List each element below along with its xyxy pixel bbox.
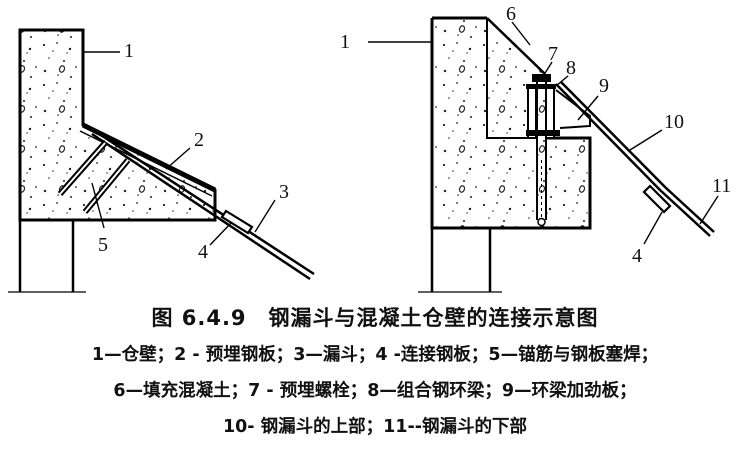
hopper-lower-part (659, 189, 711, 237)
label-left-1: 1 (124, 40, 134, 62)
legend-line-1: 1—仓壁；2 - 预埋钢板；3—漏斗；4 -连接钢板；5—锚筋与钢板塞焊； (91, 345, 659, 365)
composite-ring-beam (526, 84, 560, 139)
infill-concrete-outline (486, 17, 546, 75)
left-detail: 1 2 3 4 5 (8, 28, 315, 293)
right-silo-wall (432, 18, 545, 138)
right-wall-base (432, 138, 590, 228)
label-left-5: 5 (98, 234, 108, 256)
label-right-11: 11 (712, 175, 731, 197)
label-right-1: 1 (340, 31, 350, 53)
label-right-10: 10 (664, 111, 684, 133)
embedded-steel-plate (81, 122, 217, 193)
hopper-upper-part (555, 83, 661, 191)
steel-hopper-plate (89, 126, 315, 276)
label-right-8: 8 (566, 57, 576, 79)
label-right-4: 4 (632, 245, 642, 267)
right-support-column (430, 228, 492, 292)
connection-plate (220, 209, 254, 235)
left-support-column (18, 220, 75, 292)
label-right-7: 7 (548, 43, 558, 65)
figure-caption-title: 图 6.4.9 钢漏斗与混凝土仓壁的连接示意图 (151, 306, 599, 330)
label-left-2: 2 (194, 129, 204, 151)
legend-line-2: 6—填充混凝土；7 - 预埋螺栓；8—组合钢环梁；9—环梁加劲板； (113, 381, 637, 401)
legend-line-3: 10- 钢漏斗的上部；11--钢漏斗的下部 (222, 417, 528, 437)
label-right-9: 9 (599, 75, 609, 97)
connection-plate-right (642, 184, 672, 214)
connection-diagram: 1 2 3 4 5 (8, 3, 731, 293)
label-right-6: 6 (506, 3, 516, 25)
right-detail: 1 6 7 8 9 10 11 4 (340, 3, 731, 293)
label-left-3: 3 (279, 181, 289, 203)
label-left-4: 4 (198, 241, 208, 263)
